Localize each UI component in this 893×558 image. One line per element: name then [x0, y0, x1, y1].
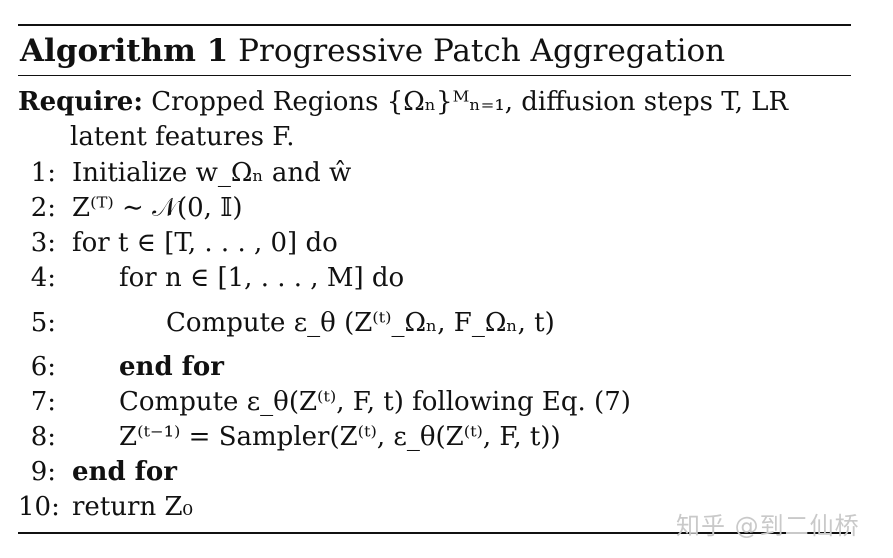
require-line-1: Require: Cropped Regions {Ωₙ}ᴹₙ₌₁, diffu…	[18, 86, 788, 118]
zhihu-watermark: 知乎 @到二仙桥	[676, 512, 860, 540]
require-label: Require:	[18, 87, 143, 117]
bottom-rule	[18, 532, 851, 534]
step-text: end for	[72, 457, 177, 487]
top-rule	[18, 24, 851, 26]
caption-title: Progressive Patch Aggregation	[238, 33, 726, 69]
step-text: end for	[119, 352, 224, 382]
step-text: for t ∈ [T, . . . , 0] do	[72, 228, 338, 258]
step-number: 10:	[18, 492, 60, 522]
step-number: 7:	[30, 387, 56, 417]
step-text: Z⁽ᵀ⁾ ∼ 𝒩(0, 𝕀)	[72, 193, 243, 223]
caption-rule	[18, 75, 851, 76]
step-number: 8:	[30, 422, 56, 452]
step-text: return Z₀	[72, 492, 193, 522]
step-text: for n ∈ [1, . . . , M] do	[119, 263, 405, 293]
step-text: Compute ε_θ(Z⁽ᵗ⁾, F, t) following Eq. (7…	[119, 387, 631, 417]
step-number: 3:	[30, 228, 56, 258]
step-number: 4:	[30, 263, 56, 293]
step-text: Z⁽ᵗ⁻¹⁾ = Sampler(Z⁽ᵗ⁾, ε_θ(Z⁽ᵗ⁾, F, t))	[119, 422, 561, 452]
step-text: Compute ε_θ (Z⁽ᵗ⁾_Ωₙ, F_Ωₙ, t)	[166, 308, 555, 338]
step-number: 5:	[30, 308, 56, 338]
step-number: 2:	[30, 193, 56, 223]
step-number: 9:	[30, 457, 56, 487]
step-number: 6:	[30, 352, 56, 382]
require-line-2: latent features F.	[70, 121, 295, 153]
require-text-1: Cropped Regions {Ωₙ}ᴹₙ₌₁, diffusion step…	[151, 87, 789, 117]
caption-label: Algorithm 1	[20, 33, 229, 69]
algorithm-caption: Algorithm 1 Progressive Patch Aggregatio…	[20, 32, 725, 70]
step-text: Initialize w_Ωₙ and ŵ	[72, 158, 352, 188]
require-text-2: latent features F.	[70, 122, 295, 152]
algorithm-box: Algorithm 1 Progressive Patch Aggregatio…	[18, 24, 851, 534]
step-number: 1:	[30, 158, 56, 188]
